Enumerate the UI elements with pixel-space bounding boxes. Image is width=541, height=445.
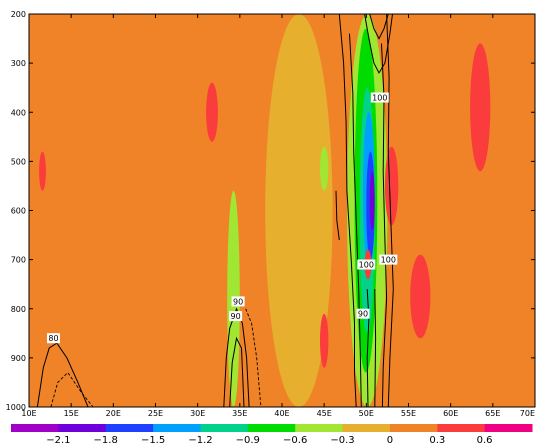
shaded-region xyxy=(320,313,329,368)
shaded-region xyxy=(39,151,46,191)
colorbar-label: −2.1 xyxy=(46,435,70,445)
x-tick-label: 65E xyxy=(485,409,500,418)
contour-line xyxy=(366,289,370,407)
contour-label-bg xyxy=(357,259,376,270)
colorbar-swatch xyxy=(342,424,391,432)
contour-line xyxy=(229,336,245,407)
contour-label: 100 xyxy=(381,256,396,265)
contour-label: 80 xyxy=(48,334,58,343)
shaded-region xyxy=(384,146,399,226)
contour-label: 100 xyxy=(372,94,387,103)
contour-label-bg xyxy=(356,308,370,319)
contour-line xyxy=(374,289,377,407)
shaded-regions xyxy=(39,14,491,407)
colorbar-label: 0.6 xyxy=(477,435,493,445)
y-tick-label: 500 xyxy=(11,157,26,166)
colorbar-label: 0.3 xyxy=(429,435,445,445)
contour-label-bg xyxy=(370,92,389,103)
colorbar-swatch xyxy=(153,424,201,432)
colorbar-swatch xyxy=(105,424,154,432)
contour-label: 90 xyxy=(233,297,243,306)
x-tick-label: 10E xyxy=(21,409,36,418)
colorbar-label: −0.6 xyxy=(283,435,307,445)
plot-area: 100 100 100 90 90 90 80 xyxy=(29,14,535,407)
x-tick-label: 40E xyxy=(274,409,289,418)
colorbar-swatch xyxy=(437,424,486,432)
contour-line xyxy=(369,14,389,40)
contour-label: 90 xyxy=(358,310,368,319)
colorbar-label: −0.3 xyxy=(330,435,354,445)
contour-line xyxy=(338,14,357,407)
y-tick-label: 300 xyxy=(11,59,26,68)
colorbar-label: −1.8 xyxy=(94,435,118,445)
y-tick-label: 1000 xyxy=(6,403,26,412)
x-tick-label: 25E xyxy=(148,409,163,418)
y-tick-label: 800 xyxy=(11,305,26,314)
colorbar-swatch xyxy=(295,424,344,432)
contour-label-bg xyxy=(229,311,243,322)
colorbar: −2.1 −1.8 −1.5 −1.2 −0.9 −0.6 −0.3 0 0.3 0.6 xyxy=(11,424,533,445)
colorbar-label: −0.9 xyxy=(236,435,260,445)
contour-label: 90 xyxy=(231,312,241,321)
colorbar-swatch xyxy=(247,424,296,432)
y-tick-label: 900 xyxy=(11,354,26,363)
y-tick-label: 700 xyxy=(11,256,26,265)
contour-label-bg xyxy=(231,296,245,307)
contour-line xyxy=(364,14,393,74)
shaded-region xyxy=(410,254,431,339)
x-tick-label: 45E xyxy=(317,409,332,418)
x-tick-label: 15E xyxy=(64,409,79,418)
y-tick-label: 400 xyxy=(11,108,26,117)
colorbar-label: −1.2 xyxy=(188,435,212,445)
x-tick-label: 50E xyxy=(359,409,374,418)
y-tick-label: 200 xyxy=(11,10,26,19)
colorbar-swatch xyxy=(389,424,438,432)
y-axis: 200 300 400 500 600 700 800 900 1000 xyxy=(6,10,535,412)
contour-line xyxy=(50,371,94,407)
shaded-region xyxy=(369,171,375,231)
contour-line xyxy=(349,33,362,407)
x-tick-label: 35E xyxy=(232,409,247,418)
y-tick-label: 600 xyxy=(11,207,26,216)
colorbar-swatch xyxy=(11,424,59,432)
contour-label: 100 xyxy=(359,261,374,270)
shaded-region xyxy=(206,82,218,142)
contour-label-bg xyxy=(379,254,398,265)
colorbar-swatch xyxy=(484,424,533,432)
x-tick-label: 20E xyxy=(106,409,121,418)
colorbar-swatch xyxy=(200,424,249,432)
x-tick-label: 70E xyxy=(520,409,535,418)
contour-labels: 100 100 100 90 90 90 80 xyxy=(47,92,398,344)
x-axis: 10E 15E 20E 25E 30E 35E 40E 45E 50E 55E 60E 65E 70E xyxy=(21,14,536,418)
shaded-region xyxy=(320,146,329,191)
contour-line xyxy=(386,14,394,407)
shaded-region xyxy=(470,43,491,172)
contour-line xyxy=(245,308,262,407)
contour-line xyxy=(223,307,250,407)
x-tick-label: 60E xyxy=(443,409,458,418)
colorbar-label: 0 xyxy=(387,435,393,445)
colorbar-swatch xyxy=(58,424,107,432)
colorbar-label: −1.5 xyxy=(141,435,165,445)
shaded-region xyxy=(265,14,333,407)
x-tick-label: 30E xyxy=(190,409,205,418)
x-tick-label: 55E xyxy=(401,409,416,418)
contour-line xyxy=(335,190,340,241)
contour-label-bg xyxy=(47,333,60,344)
